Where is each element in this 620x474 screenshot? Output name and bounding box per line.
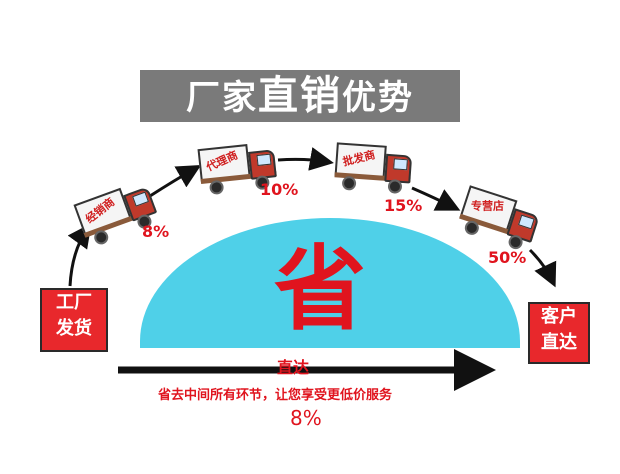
destination-line2: 直达 bbox=[541, 332, 577, 353]
title-banner: 厂家直销优势 bbox=[140, 70, 460, 122]
arrow-truck1-to-truck2 bbox=[149, 165, 202, 198]
origin-box: 工厂 发货 bbox=[40, 288, 108, 352]
origin-line1: 工厂 bbox=[56, 292, 92, 313]
wheel-icon bbox=[208, 179, 225, 196]
direct-label: 直达 bbox=[277, 358, 310, 377]
title-part2: 直销 bbox=[258, 73, 342, 119]
markup-percent-1: 8% bbox=[142, 222, 170, 241]
arrow-truck4-to-destination bbox=[528, 248, 557, 288]
markup-percent-4: 50% bbox=[488, 248, 527, 267]
truck-wholesaler: 批发商 bbox=[333, 142, 414, 199]
markup-percent-2: 10% bbox=[260, 180, 299, 199]
arrow-truck3-to-truck4 bbox=[411, 186, 461, 211]
direct-percent: 8% bbox=[290, 406, 322, 430]
destination-line1: 客户 bbox=[541, 306, 577, 327]
save-character: 省 bbox=[273, 236, 366, 343]
arrow-truck2-to-truck3 bbox=[277, 147, 334, 171]
direct-note: 省去中间所有环节，让您享受更低价服务 bbox=[158, 388, 393, 403]
truck-label: 专营店 bbox=[470, 199, 504, 213]
markup-percent-3: 15% bbox=[384, 196, 423, 215]
origin-line2: 发货 bbox=[56, 318, 92, 339]
destination-box: 客户 直达 bbox=[528, 302, 590, 364]
wheel-icon bbox=[387, 179, 403, 194]
title-part1: 厂家 bbox=[186, 78, 258, 118]
title-part3: 优势 bbox=[342, 78, 414, 118]
wheel-icon bbox=[341, 175, 357, 191]
